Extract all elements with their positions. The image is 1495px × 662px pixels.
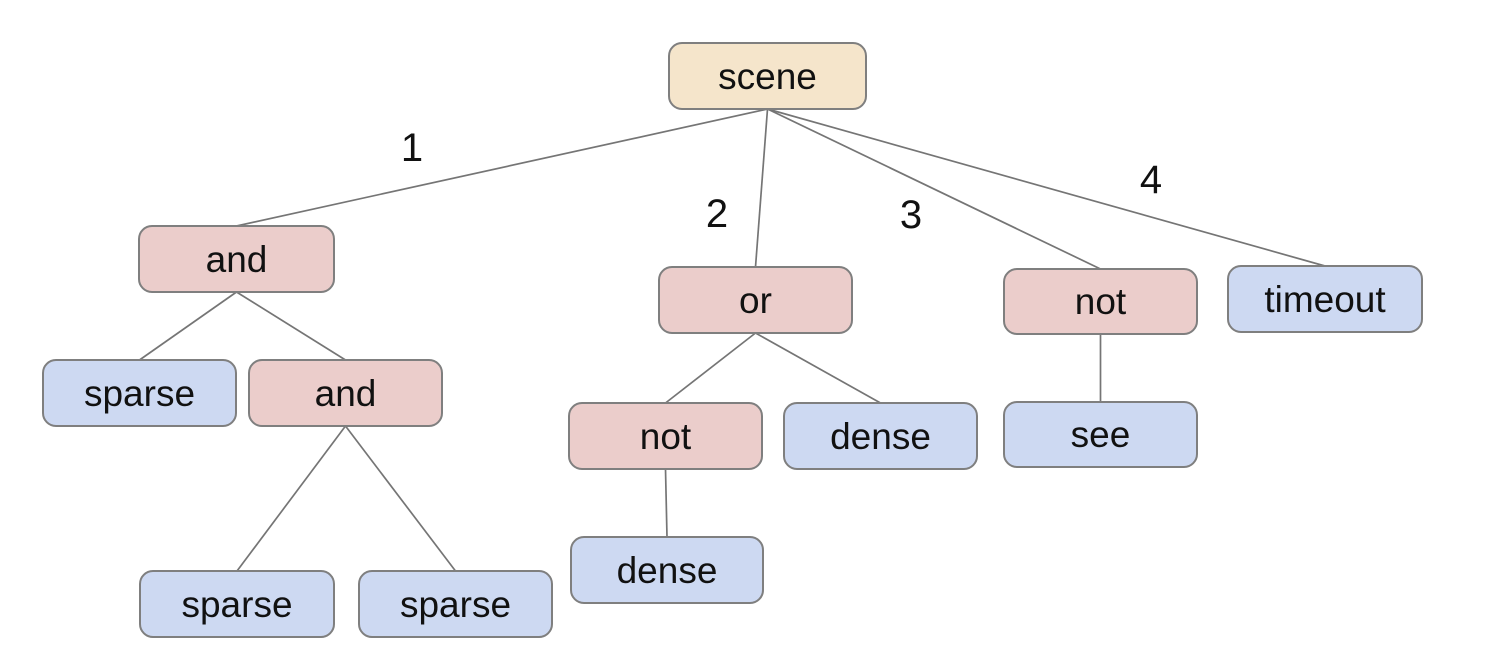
edge-label-3: 3 bbox=[899, 193, 923, 237]
node-sparse2: sparse bbox=[139, 570, 335, 638]
node-scene: scene bbox=[668, 42, 867, 110]
node-or1: or bbox=[658, 266, 853, 334]
edge-label-1: 1 bbox=[400, 126, 424, 170]
edge-scene-and1 bbox=[236, 108, 768, 227]
edge-scene-or1 bbox=[754, 108, 769, 268]
node-and2: and bbox=[248, 359, 443, 427]
node-sparse3: sparse bbox=[358, 570, 553, 638]
edge-scene-timeout1 bbox=[767, 108, 1326, 267]
edge-or1-dense1 bbox=[755, 332, 881, 404]
edge-and2-sparse2 bbox=[236, 425, 347, 572]
edge-label-4: 4 bbox=[1139, 158, 1163, 202]
edge-or1-not2 bbox=[664, 332, 757, 404]
node-not1: not bbox=[1003, 268, 1198, 335]
node-sparse1: sparse bbox=[42, 359, 237, 427]
node-see1: see bbox=[1003, 401, 1198, 468]
edge-and1-and2 bbox=[236, 291, 346, 361]
node-not2: not bbox=[568, 402, 763, 470]
edge-label-2: 2 bbox=[705, 192, 729, 236]
edge-and1-sparse1 bbox=[139, 291, 237, 361]
edge-and2-sparse3 bbox=[344, 425, 457, 572]
node-dense2: dense bbox=[570, 536, 764, 604]
node-timeout1: timeout bbox=[1227, 265, 1423, 333]
edge-scene-not1 bbox=[767, 108, 1101, 270]
node-and1: and bbox=[138, 225, 335, 293]
node-dense1: dense bbox=[783, 402, 978, 470]
edge-not2-dense2 bbox=[664, 468, 668, 538]
